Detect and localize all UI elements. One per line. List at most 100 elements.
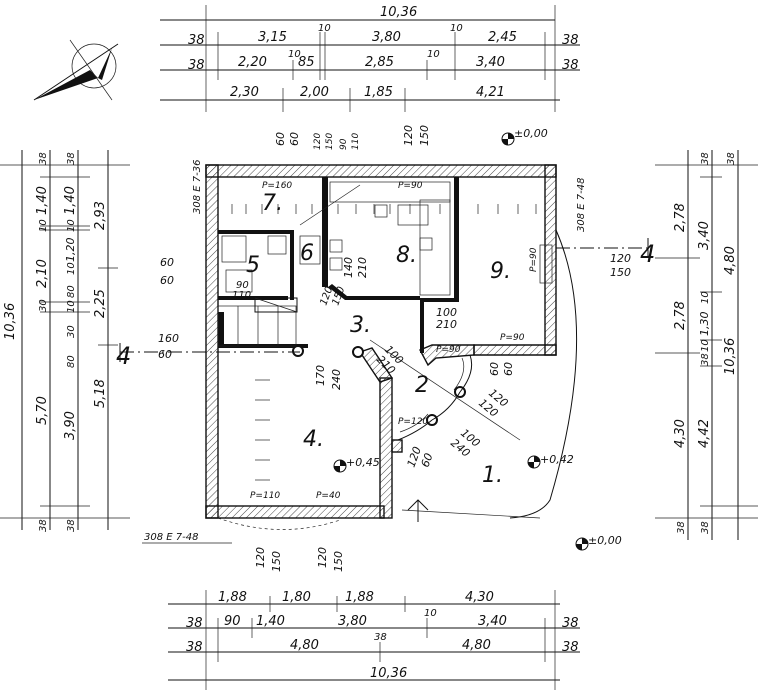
dim-label: 38 <box>66 519 77 532</box>
opening-label: 150 <box>270 551 283 572</box>
section-mark: 4 <box>116 342 131 370</box>
dim-label: 2,10 <box>35 259 50 288</box>
room-number: 8. <box>396 243 417 268</box>
dim-label: 4,30 <box>673 419 688 448</box>
room-number: 7. <box>262 191 283 216</box>
opening-label: 90 <box>339 138 349 150</box>
opening-label: P=160 <box>262 181 292 191</box>
building-walls <box>205 164 578 530</box>
dim-label: 38 <box>188 58 205 73</box>
dim-label: 1,30 <box>698 312 711 337</box>
top-dimension-lines <box>160 5 580 112</box>
dim-label: 3,40 <box>476 55 505 70</box>
level-label: +0,45 <box>346 456 380 469</box>
room-number: 6 <box>300 241 314 266</box>
opening-label: P=90 <box>500 333 525 343</box>
level-label: ±0,00 <box>514 127 548 140</box>
opening-label: 90 <box>236 280 249 291</box>
opening-labels: 60 60 120 150 90 110 120 150 60 60 160 6… <box>158 125 631 572</box>
dim-label: 4,80 <box>723 246 738 275</box>
section-markers: 4 4 <box>116 240 655 370</box>
section-mark: 4 <box>640 240 655 268</box>
dim-label: 2,78 <box>673 203 688 232</box>
dim-label: 1,85 <box>364 85 393 100</box>
dim-label: 38 <box>38 152 49 165</box>
top-dimension-labels: 10,36 38 3,15 10 3,80 10 2,45 38 38 2,20… <box>188 5 579 100</box>
dim-label: 80 <box>66 355 77 368</box>
opening-label: 60 <box>419 451 436 469</box>
opening-label: 60 <box>274 132 287 146</box>
dim-label: 38 <box>700 152 711 165</box>
dim-label: 1,20 <box>64 238 77 263</box>
opening-label: 210 <box>356 257 369 278</box>
opening-label: 150 <box>418 125 431 146</box>
dim-label: 38 <box>726 152 737 165</box>
dim-label: 38 <box>676 521 687 534</box>
opening-label: 60 <box>160 256 174 269</box>
opening-label: P=90 <box>436 345 461 355</box>
opening-label: 150 <box>332 551 345 572</box>
dim-label: 2,93 <box>93 201 108 230</box>
room-labels: 1. 2 3. 4. 5 6 7. 8. 9. <box>246 191 511 488</box>
dim-label: 10 <box>66 262 77 275</box>
dim-label: 10 <box>450 23 463 34</box>
bottom-dimension-labels: 1,88 1,80 1,88 4,30 38 90 1,40 3,80 10 3… <box>186 590 579 681</box>
level-marker-icon <box>527 455 541 469</box>
dim-label: 1,40 <box>35 186 50 215</box>
dim-label: 80 <box>66 285 77 298</box>
level-marker-icon <box>575 537 589 551</box>
room-number: 1. <box>482 463 503 488</box>
opening-label: 170 <box>314 365 327 386</box>
dim-label: 10,36 <box>723 338 738 375</box>
opening-label: 110 <box>351 133 361 150</box>
dim-label: 2,25 <box>93 289 108 318</box>
dim-label: 10 <box>66 300 77 313</box>
dim-label: 2,85 <box>365 55 394 70</box>
right-dimension-lines <box>655 150 758 540</box>
dim-label: 3,80 <box>338 614 367 629</box>
dim-label: 10 <box>66 219 77 232</box>
section-lines <box>119 238 650 362</box>
level-marker-icon <box>501 132 515 146</box>
dim-label: 38 <box>700 521 711 534</box>
dim-label: 3,40 <box>697 221 712 250</box>
dim-label: 1,40 <box>256 614 285 629</box>
dim-label: 10 <box>427 49 440 60</box>
dim-label: 38 <box>562 616 579 631</box>
dim-label: 85 <box>298 55 315 70</box>
opening-label: P=90 <box>529 247 539 272</box>
room-number: 2 <box>415 373 429 398</box>
level-label: +0,42 <box>540 453 574 466</box>
dim-label: 10 <box>318 23 331 34</box>
opening-label: 160 <box>158 332 179 345</box>
dim-label: 10 <box>424 608 437 619</box>
section-references: 308 E 7-36 308 E 7-48 308 E 7-48 <box>142 160 587 544</box>
dim-label: 5,70 <box>35 396 50 425</box>
opening-label: 60 <box>160 274 174 287</box>
dim-label: 10 <box>288 49 301 60</box>
north-arrow-icon <box>33 39 119 101</box>
dim-label: 38 <box>562 640 579 655</box>
dim-label: 2,78 <box>673 301 688 330</box>
dim-label: 3,40 <box>478 614 507 629</box>
opening-label: 100 <box>436 306 457 319</box>
dim-label: 3,80 <box>372 30 401 45</box>
dim-label: 38 <box>38 519 49 532</box>
opening-label: 120 <box>402 125 415 146</box>
dim-label: 1,88 <box>218 590 247 605</box>
dim-label: 38 <box>188 33 205 48</box>
dim-label: 90 <box>224 614 241 629</box>
dim-label: 10 <box>700 339 711 352</box>
left-dimension-lines <box>0 150 130 530</box>
dim-label: 30 <box>38 299 49 312</box>
dim-label: 1,40 <box>63 186 78 215</box>
dim-label: 10,36 <box>370 666 407 681</box>
dim-label: 10,36 <box>3 303 18 340</box>
dim-label: 1,80 <box>282 590 311 605</box>
dim-label: 10,36 <box>380 5 417 20</box>
room-number: 9. <box>490 259 511 284</box>
room-number: 3. <box>350 313 371 338</box>
dim-label: 5,18 <box>93 379 108 408</box>
dim-label: 2,30 <box>230 85 259 100</box>
opening-label: 120 <box>610 252 631 265</box>
